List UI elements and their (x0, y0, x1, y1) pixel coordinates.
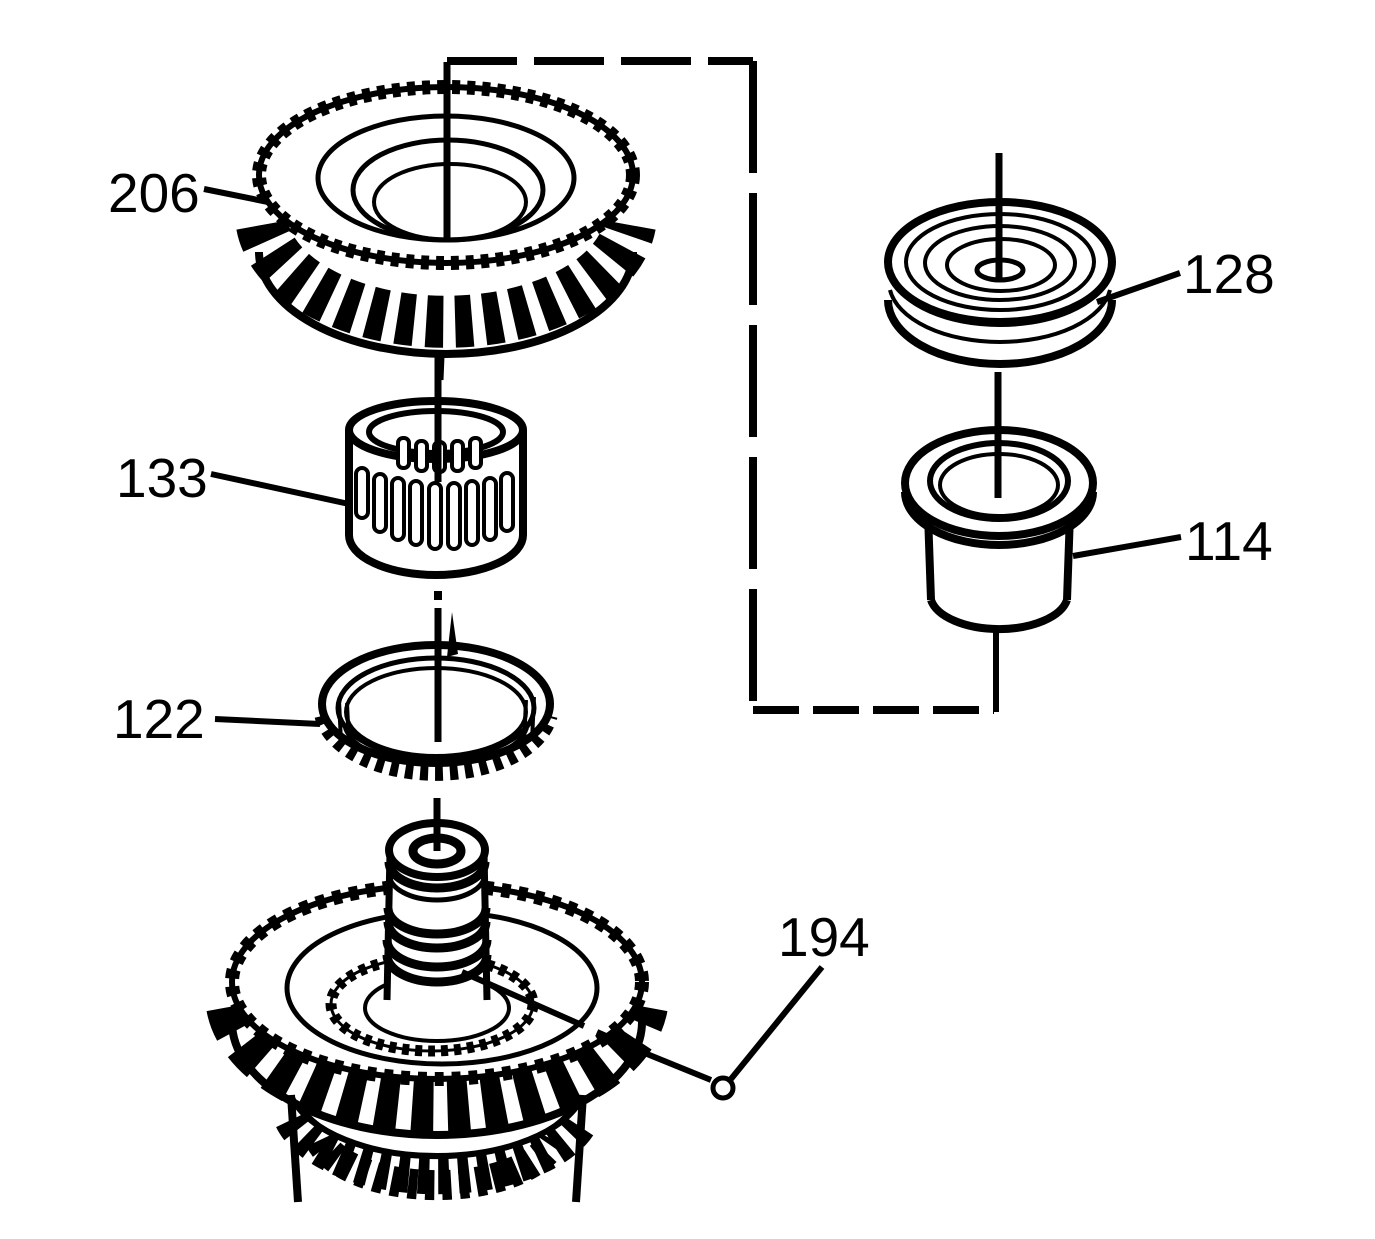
bearing-128-side-groove (888, 289, 1112, 344)
roller (464, 479, 480, 547)
roller (354, 466, 370, 520)
callout-128-label: 128 (1183, 243, 1275, 305)
callout-122-leader (214, 716, 321, 727)
callout-114-label: 114 (1185, 510, 1273, 572)
roller (446, 481, 462, 551)
part-flanged-bushing-114 (901, 372, 1097, 712)
part-needle-bearing-133 (345, 356, 527, 600)
part-thrust-bearing-128 (884, 153, 1116, 368)
hub-band (383, 921, 491, 953)
spline-edge-right (572, 1094, 587, 1203)
hub-band (382, 939, 492, 972)
bearing-128-bottom-silhouette (884, 299, 1116, 368)
callout-206-leader (203, 186, 269, 205)
callout-128-leader (1096, 270, 1181, 305)
leader-dash (645, 1051, 713, 1083)
part-helical-gear-206 (236, 62, 656, 381)
leader-dash (595, 1029, 640, 1053)
shaft-hub (382, 800, 492, 1001)
callout-194-label: 194 (778, 906, 870, 968)
roller (396, 436, 411, 470)
axis-dot (434, 591, 442, 600)
part-gear-shaft-assembly (206, 798, 668, 1203)
assembly-arrow (447, 612, 458, 657)
roller (414, 439, 429, 473)
shaft-lower-splines (276, 1094, 598, 1203)
callout-206-label: 206 (108, 162, 200, 224)
hub-band (383, 907, 491, 939)
callout-122-label: 122 (113, 688, 205, 750)
ring-122-bore-arc (343, 727, 529, 766)
roller (427, 481, 443, 551)
gear-206-bottom-silhouette (255, 251, 637, 358)
lug-line (522, 699, 528, 745)
spline-crescent-inner (297, 1103, 577, 1160)
roller (468, 436, 483, 470)
callout-133-leader (210, 471, 350, 507)
callout-194-leader (460, 965, 825, 1101)
lug-line (530, 696, 536, 742)
leader-end-circle (710, 1075, 736, 1101)
hub-band (386, 873, 488, 903)
lug-line (345, 702, 351, 746)
roller (390, 476, 406, 542)
roller (450, 439, 465, 473)
bearing-133-front-rollers (354, 466, 515, 551)
ring-122-teeth (314, 714, 558, 781)
roller (408, 479, 424, 547)
roller (499, 471, 515, 533)
callout-114-leader (1072, 534, 1182, 559)
gear-194-bottom-silhouette (228, 1021, 646, 1139)
callouts: 206 133 122 194 128 114 (108, 162, 1275, 1101)
gear-206-front-teeth (236, 219, 656, 348)
roller (482, 476, 498, 542)
part-blocker-ring-122 (314, 608, 558, 781)
bushing-114-bottom-arc (927, 598, 1071, 634)
gear-194-front-teeth (206, 997, 668, 1137)
bushing-114-flange-lower-arc (901, 491, 1097, 549)
leader-segment (460, 969, 586, 1029)
callout-133-label: 133 (116, 447, 208, 509)
ring-122-side-lugs (337, 696, 536, 746)
bearing-133-bottom-arc (345, 534, 527, 579)
hub-band (384, 861, 490, 893)
hub-band (382, 954, 492, 987)
bearing-133-back-rollers (396, 436, 483, 474)
routing-dash-lines (447, 57, 994, 714)
leader-segment (728, 965, 825, 1081)
roller (372, 472, 388, 534)
lug-line (337, 699, 343, 743)
